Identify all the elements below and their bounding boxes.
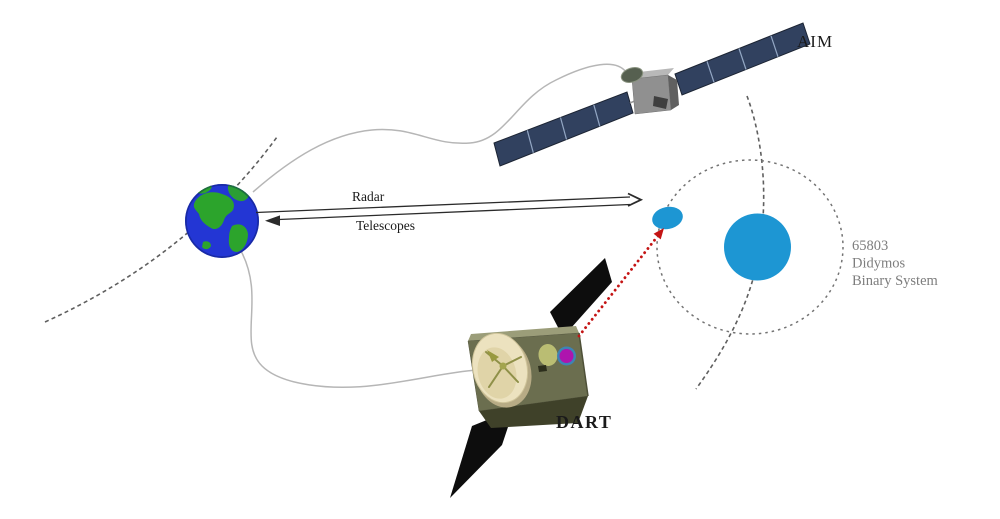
didymos-binary-system: 65803 Didymos Binary System <box>652 206 939 289</box>
dart-dish-inner <box>477 347 517 399</box>
radar-label: Radar <box>352 189 385 204</box>
didymoon-asteroid <box>652 206 683 230</box>
aim-instrument <box>653 96 668 109</box>
earth <box>185 184 259 258</box>
aim-trajectory <box>252 63 627 193</box>
dart-label: DART <box>556 412 612 432</box>
binary-system-label-line1: 65803 <box>852 238 888 254</box>
dart-dish-feed <box>485 350 522 388</box>
earth-orbit-path <box>44 136 278 323</box>
telescopes-line <box>278 203 631 221</box>
impact-arrowhead-icon <box>653 228 664 240</box>
telescopes-arrowhead-icon <box>265 215 280 226</box>
dart-solar-panel-upper <box>550 258 612 337</box>
telescopes-label: Telescopes <box>356 218 415 233</box>
dart-solar-panel-lower <box>450 409 514 498</box>
aim-body-top <box>632 68 674 79</box>
comms-link: Radar Telescopes <box>255 189 644 233</box>
dart-instrument-yellow <box>538 344 558 366</box>
dart-instrument-magenta <box>559 349 574 363</box>
dart-trajectory <box>240 250 478 388</box>
dart-instrument-dark <box>538 365 547 372</box>
binary-system-label-line2: Didymos <box>852 256 906 272</box>
aim-spacecraft: AIM <box>493 22 833 167</box>
didymoon-orbit-circle <box>656 159 844 335</box>
dart-spacecraft: DART <box>450 258 612 498</box>
radar-arrowhead-icon <box>627 192 644 207</box>
impact-arrow-dots <box>577 235 659 338</box>
aim-antenna-dish-icon <box>620 67 644 83</box>
earth-continents <box>185 184 259 258</box>
binary-system-label: 65803 Didymos Binary System <box>852 238 939 289</box>
aim-body-side <box>668 75 679 110</box>
aim-label: AIM <box>797 32 833 51</box>
didymos-asteroid <box>724 213 791 281</box>
dart-body-bottom <box>479 396 588 428</box>
radar-line <box>255 196 631 214</box>
binary-system-label-line3: Binary System <box>852 273 939 289</box>
impact-arrow <box>577 228 664 338</box>
